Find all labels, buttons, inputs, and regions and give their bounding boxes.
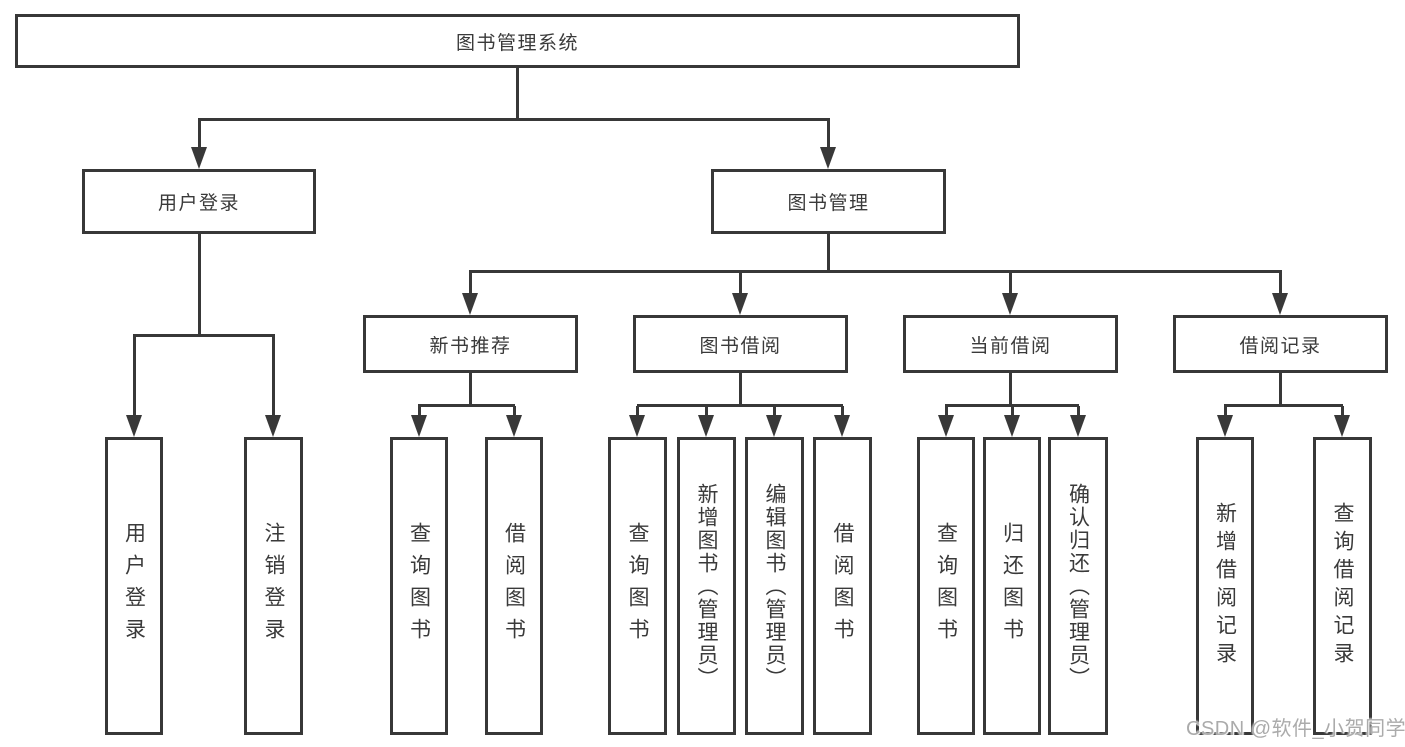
node-new-books-label: 新书推荐 [429,335,512,357]
connector-stem [513,406,516,416]
leaf-records-query: 查询借阅记录 [1313,437,1372,735]
connector-stem [841,406,844,416]
connector-stem [636,406,639,416]
leaf-current-return: 归还图书 [983,437,1041,735]
arrowhead-icon [698,415,714,437]
node-current-borrow-label: 当前借阅 [969,335,1052,357]
leaf-label: 注销登录 [262,522,285,650]
connector-l2-stem-right [827,120,830,150]
leaf-label: 查询图书 [626,522,649,650]
connector-user-stem-1 [133,336,136,416]
node-borrow-records: 借阅记录 [1173,315,1388,373]
connector-borrow-records-stub [1279,373,1282,407]
arrowhead-icon [506,415,522,437]
connector-stem [418,406,421,416]
connector-l2-stem-left [198,120,201,150]
arrowhead-icon [462,293,478,315]
node-book-borrow: 图书借阅 [633,315,848,373]
connector-stem [1077,406,1080,416]
connector-user-stem-2 [272,336,275,416]
arrowhead-icon [1002,293,1018,315]
node-user-login: 用户登录 [82,169,316,234]
arrowhead-icon [411,415,427,437]
arrowhead-icon [820,147,836,169]
leaf-label: 借阅图书 [831,522,854,650]
connector-l2-hline [198,118,830,121]
node-new-books: 新书推荐 [363,315,578,373]
node-book-mgmt: 图书管理 [711,169,946,234]
leaf-borrow-query: 查询图书 [608,437,667,735]
leaf-label: 归还图书 [1000,522,1024,650]
node-borrow-records-label: 借阅记录 [1239,335,1322,357]
leaf-label: 借阅图书 [502,522,526,650]
node-user-login-label: 用户登录 [157,193,240,214]
arrowhead-icon [1070,415,1086,437]
connector-stem [1011,406,1014,416]
leaf-newbooks-borrow: 借阅图书 [485,437,543,735]
node-current-borrow: 当前借阅 [903,315,1118,373]
leaf-current-query: 查询图书 [917,437,975,735]
leaf-label: 新增图书（管理员） [695,482,718,690]
connector-stem [1224,406,1227,416]
leaf-borrow-edit-admin: 编辑图书（管理员） [745,437,804,735]
arrowhead-icon [126,415,142,437]
connector-newbooks-hline [418,404,515,407]
connector-root-stub [516,67,519,120]
leaf-logout: 注销登录 [244,437,303,735]
leaf-label: 查询图书 [407,522,431,650]
connector-bookborrow-hline [637,404,843,407]
connector-borrowrecords-hline [1224,404,1343,407]
node-book-mgmt-label: 图书管理 [787,193,870,214]
arrowhead-icon [629,415,645,437]
node-root-label: 图书管理系统 [455,32,579,54]
leaf-label: 查询借阅记录 [1331,502,1354,670]
connector-currentborrow-hline [945,404,1079,407]
watermark-text: CSDN @软件_小贺同学 [1186,718,1405,740]
connector-l3-stem-1 [469,272,472,293]
arrowhead-icon [938,415,954,437]
connector-stem [773,406,776,416]
connector-stem [1341,406,1344,416]
connector-user-stub [198,234,201,337]
connector-current-borrow-stub [1009,373,1012,407]
connector-l3-stem-3 [1009,272,1012,293]
arrowhead-icon [191,147,207,169]
arrowhead-icon [1217,415,1233,437]
connector-mgmt-stub [827,234,830,273]
node-book-borrow-label: 图书借阅 [699,335,782,357]
arrowhead-icon [834,415,850,437]
arrowhead-icon [1004,415,1020,437]
leaf-records-add: 新增借阅记录 [1196,437,1254,735]
connector-l3-hline [469,270,1282,273]
leaf-label: 用户登录 [122,522,146,650]
connector-stem [945,406,948,416]
arrowhead-icon [1334,415,1350,437]
arrowhead-icon [1272,293,1288,315]
leaf-user-login: 用户登录 [105,437,163,735]
connector-book-borrow-stub [739,373,742,407]
connector-l3-stem-4 [1279,272,1282,293]
connector-user-hline [133,334,275,337]
arrowhead-icon [766,415,782,437]
arrowhead-icon [732,293,748,315]
arrowhead-icon [265,415,281,437]
leaf-label: 编辑图书（管理员） [763,482,786,690]
leaf-label: 查询图书 [934,522,958,650]
leaf-newbooks-query: 查询图书 [390,437,448,735]
connector-stem [705,406,708,416]
leaf-borrow-add-admin: 新增图书（管理员） [677,437,736,735]
leaf-borrow-borrow: 借阅图书 [813,437,872,735]
connector-new-books-stub [469,373,472,407]
leaf-label: 确认归还（管理员） [1066,482,1090,690]
leaf-current-confirm-admin: 确认归还（管理员） [1048,437,1108,735]
connector-l3-stem-2 [739,272,742,293]
leaf-label: 新增借阅记录 [1213,502,1237,670]
node-root: 图书管理系统 [15,14,1020,68]
